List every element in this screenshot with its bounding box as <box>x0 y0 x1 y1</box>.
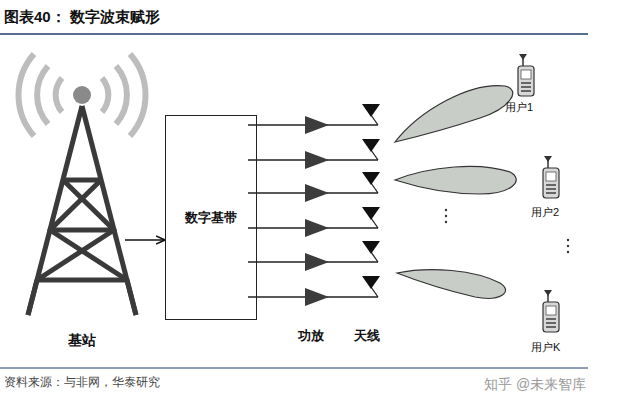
user-label: 用户1 <box>505 100 533 115</box>
rf-chains <box>248 104 380 306</box>
caption-rule <box>0 368 588 369</box>
tower-tip <box>73 86 91 104</box>
signal-arcs <box>19 54 146 136</box>
base-station: 基站 <box>25 100 139 350</box>
baseband-box: 数字基带 <box>165 115 257 320</box>
node-label: 基站 <box>25 332 139 350</box>
amplifier-symbol <box>305 253 329 271</box>
antenna-symbol <box>362 172 380 185</box>
antenna-symbol <box>362 139 380 152</box>
beam-lobes <box>395 86 516 299</box>
amplifier-symbol <box>305 151 329 169</box>
part-label: 功放 <box>298 327 324 345</box>
user-label: 用户K <box>531 340 560 355</box>
antenna-stem <box>371 287 378 297</box>
tower-symbol <box>28 106 136 315</box>
antenna-stem <box>371 218 378 228</box>
part-label: 天线 <box>354 327 380 345</box>
node-label: 数字基带 <box>166 209 256 227</box>
arrow-connector <box>125 239 165 241</box>
antenna-symbol <box>362 241 380 254</box>
antenna-stem <box>371 150 378 160</box>
amplifier-symbol <box>305 288 329 306</box>
user-label: 用户2 <box>531 205 559 220</box>
amplifier-symbol <box>305 116 329 134</box>
antenna-stem <box>371 115 378 125</box>
antenna-symbol <box>362 207 380 220</box>
watermark: 知乎 @未来智库 <box>484 376 586 394</box>
antenna-symbol <box>362 104 380 117</box>
amplifier-symbol <box>305 184 329 202</box>
antenna-symbol <box>362 276 380 289</box>
amplifier-symbol <box>305 219 329 237</box>
figure-title: 图表40： 数字波束赋形 <box>4 8 160 27</box>
title-rule <box>0 33 588 35</box>
user-phones <box>518 54 559 332</box>
source-caption: 资料来源：与非网，华泰研究 <box>4 374 160 391</box>
antenna-stem <box>371 252 378 262</box>
antenna-stem <box>371 183 378 193</box>
